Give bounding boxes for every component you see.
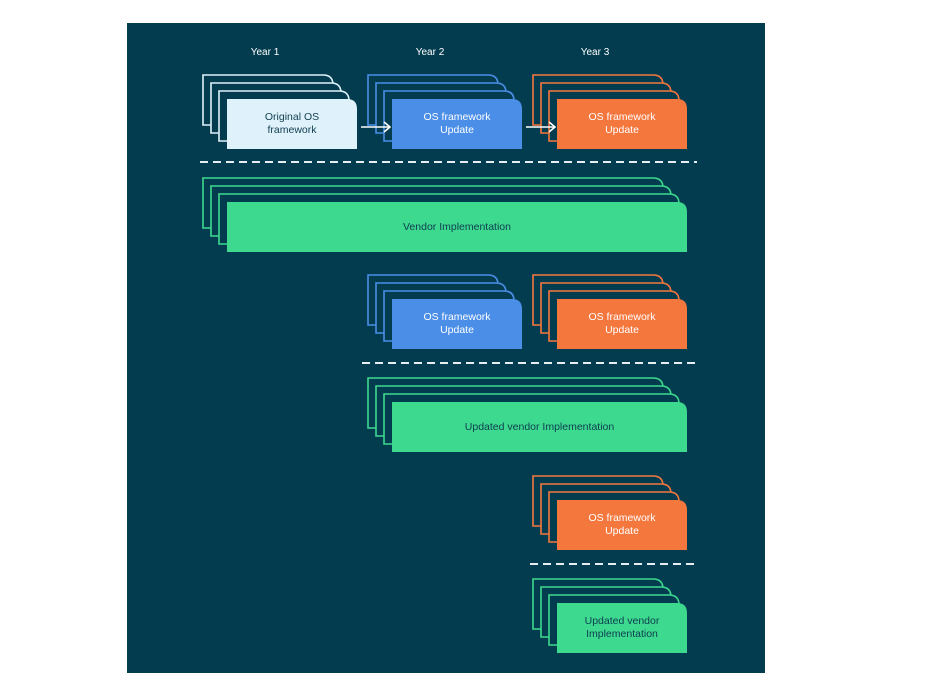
arrow-head-icon xyxy=(383,121,392,133)
os-update-y3-r3-stack xyxy=(532,475,687,550)
diagram-canvas xyxy=(200,74,699,653)
os-update-y3-r3-card xyxy=(557,500,687,550)
updated-vendor-implementation-y3-card xyxy=(557,603,687,653)
os-update-y3-r2-card xyxy=(557,299,687,349)
header-year-3: Year 3 xyxy=(580,47,610,58)
upgrade-arrow-1 xyxy=(361,121,392,133)
os-update-y2-r1-stack xyxy=(367,74,522,149)
header-year-2: Year 2 xyxy=(415,47,445,58)
os-update-y3-r3-label: OS framework Update xyxy=(588,512,656,537)
os-update-y2-r2-card xyxy=(392,299,522,349)
os-update-y3-r2-label: OS framework Update xyxy=(588,311,656,336)
os-update-y3-r1-stack xyxy=(532,74,687,149)
original-os-framework-card xyxy=(227,99,357,149)
os-update-y2-r2-label: OS framework Update xyxy=(423,311,491,336)
vendor-implementation-label: Vendor Implementation xyxy=(403,220,511,233)
updated-vendor-implementation-y3-stack xyxy=(532,578,687,653)
os-update-y3-r1-label: OS framework Update xyxy=(588,111,656,136)
os-update-y3-r1-card xyxy=(557,99,687,149)
os-update-y3-r2-stack xyxy=(532,274,687,349)
vendor-implementation-stack xyxy=(202,177,687,252)
updated-vendor-implementation-card xyxy=(392,402,687,452)
arrow-head-icon xyxy=(548,121,557,133)
original-os-framework-stack xyxy=(202,74,357,149)
original-os-framework-label: Original OS framework xyxy=(264,111,320,136)
os-update-y2-r1-label: OS framework Update xyxy=(423,111,491,136)
os-update-y2-r2-stack xyxy=(367,274,522,349)
vendor-implementation-card xyxy=(227,202,687,252)
diagram-panel: Year 1 Year 2 Year 3 Original OS framewo… xyxy=(127,23,765,673)
updated-vendor-implementation-stack xyxy=(367,377,687,452)
os-update-y2-r1-card xyxy=(392,99,522,149)
upgrade-arrow-2 xyxy=(526,121,557,133)
updated-vendor-implementation-y3-label: Updated vendor Implementation xyxy=(584,615,660,640)
updated-vendor-implementation-label: Updated vendor Implementation xyxy=(464,420,615,433)
header-year-1: Year 1 xyxy=(250,47,280,58)
